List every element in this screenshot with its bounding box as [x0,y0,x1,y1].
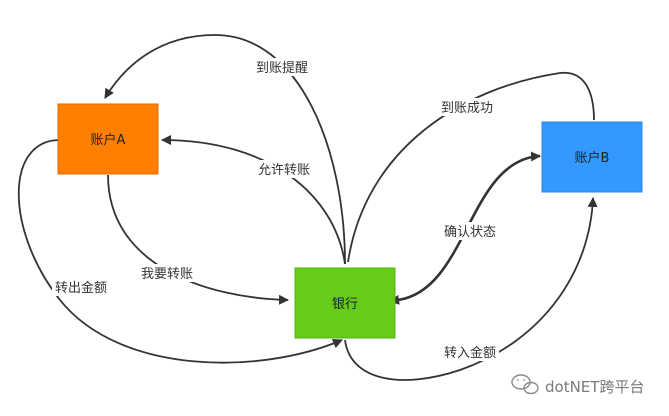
label-allow-transfer: 允许转账 [258,162,310,178]
label-arrival-reminder: 到账提醒 [256,60,308,76]
node-account-b-box [541,121,643,193]
node-account-a[interactable]: 账户A [57,103,159,175]
edge-i-want-transfer [107,174,289,305]
wechat-icon [511,374,539,395]
node-account-b-label: 账户B [575,150,610,166]
watermark-text: dotNET跨平台 [545,378,644,396]
watermark: dotNET跨平台 [511,374,644,396]
node-bank-box [294,267,396,339]
node-bank[interactable]: 银行 [294,267,396,339]
label-transfer-out-amount: 转出金额 [55,280,107,296]
edge-transfer-in-amount [344,197,598,381]
label-i-want-transfer: 我要转账 [141,267,193,282]
node-account-a-box [57,103,159,175]
label-confirm-status: 确认状态 [444,225,496,240]
node-bank-label: 银行 [332,297,358,312]
edge-allow-transfer [161,135,346,265]
edge-arrival-success [347,72,595,263]
label-arrival-success: 到账成功 [441,101,493,116]
node-account-a-label: 账户A [91,132,126,148]
edge-transfer-out-amount [17,139,343,364]
node-account-b[interactable]: 账户B [541,121,643,193]
label-transfer-in-amount: 转入金额 [444,345,496,361]
edge-arrival-reminder [104,34,346,265]
